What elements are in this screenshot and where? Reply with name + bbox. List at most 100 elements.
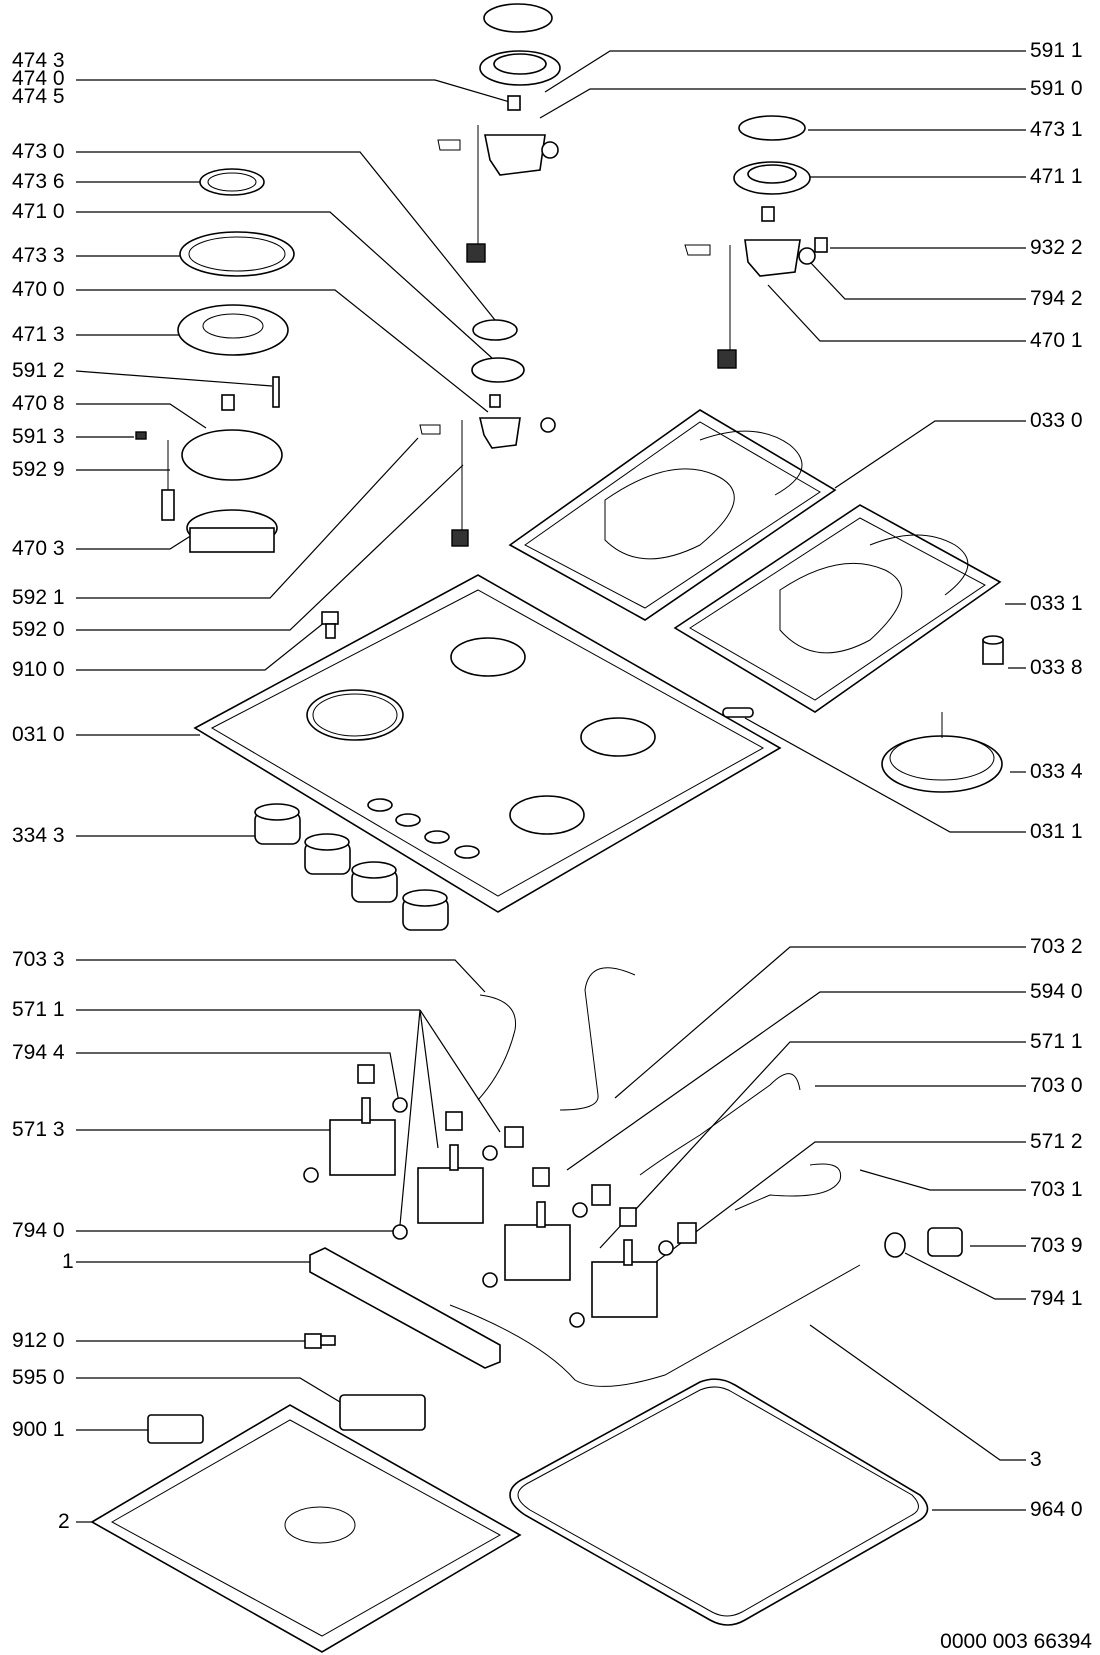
leader-591-1 bbox=[544, 50, 1026, 93]
hob-plate-inner bbox=[210, 589, 765, 897]
label-031-1: 031 1 bbox=[1030, 820, 1083, 843]
label-591-1: 591 1 bbox=[1030, 39, 1083, 62]
valve-2-bracket bbox=[504, 1126, 524, 1148]
leader-lines-left bbox=[75, 79, 511, 1523]
valve-2-top-clip bbox=[445, 1111, 463, 1131]
knob-4 bbox=[402, 889, 449, 931]
pipe-3-main bbox=[449, 1264, 861, 1387]
burner-right bbox=[684, 115, 828, 369]
label-794-4: 794 4 bbox=[12, 1041, 65, 1064]
hob-top-plate bbox=[193, 574, 782, 913]
clip-small-left bbox=[135, 431, 147, 440]
valve-571-1-b bbox=[392, 1167, 611, 1288]
leader-031-1 bbox=[744, 717, 1026, 833]
label-033-1: 033 1 bbox=[1030, 592, 1083, 615]
pan-support-rear-frame bbox=[508, 409, 837, 621]
pan-support-rear bbox=[508, 409, 837, 621]
leader-592-0 bbox=[76, 464, 464, 631]
label-474-3: 474 3 bbox=[12, 49, 65, 72]
label-794-0: 794 0 bbox=[12, 1219, 65, 1242]
label-470-1: 470 1 bbox=[1030, 329, 1083, 352]
label-571-1-left: 571 1 bbox=[12, 998, 65, 1021]
valve-1-top-clip bbox=[357, 1064, 375, 1084]
thermocouple-left-body bbox=[161, 489, 175, 521]
screw-912-head bbox=[304, 1333, 322, 1349]
knob-hole-1 bbox=[367, 798, 393, 812]
label-900-1: 900 1 bbox=[12, 1418, 65, 1441]
knob-2-top bbox=[304, 833, 350, 851]
seal-outline bbox=[509, 1378, 929, 1626]
pan-support-front-ring-2 bbox=[869, 534, 969, 596]
clip-top bbox=[437, 139, 461, 151]
leader-571-1-b bbox=[419, 1009, 439, 1149]
screw-head bbox=[321, 611, 339, 625]
leader-571-2 bbox=[651, 1141, 1026, 1266]
bottom-tray-2 bbox=[90, 1404, 522, 1653]
label-471-3: 471 3 bbox=[12, 323, 65, 346]
leader-470-8 bbox=[76, 403, 207, 429]
pan-support-front-ring bbox=[779, 562, 903, 654]
label-703-1: 703 1 bbox=[1030, 1178, 1083, 1201]
label-703-3: 703 3 bbox=[12, 948, 65, 971]
pipe-703-0 bbox=[639, 1073, 801, 1176]
terminal-900-1 bbox=[147, 1414, 204, 1444]
knob-hole-4 bbox=[454, 845, 480, 859]
leader-794-1 bbox=[904, 1252, 1026, 1300]
label-471-0: 471 0 bbox=[12, 200, 65, 223]
label-334-3: 334 3 bbox=[12, 824, 65, 847]
pan-support-rear-ring-2 bbox=[699, 430, 803, 496]
burner-hole-front bbox=[509, 795, 585, 835]
valve-4-washer bbox=[658, 1240, 674, 1256]
label-592-9: 592 9 bbox=[12, 458, 65, 481]
ring-large-left-inner bbox=[188, 236, 286, 272]
label-470-0: 470 0 bbox=[12, 278, 65, 301]
leader-470-1 bbox=[767, 284, 1026, 342]
ring-large-left bbox=[179, 231, 295, 277]
pipe-703-2 bbox=[559, 967, 636, 1111]
burner-cap-center bbox=[472, 319, 518, 341]
seal-inner bbox=[517, 1386, 919, 1617]
control-knobs bbox=[254, 803, 449, 931]
leader-703-3 bbox=[76, 959, 486, 993]
pan-support-front-inner bbox=[689, 517, 986, 701]
leader-910-0 bbox=[76, 621, 326, 671]
knob-1 bbox=[254, 803, 301, 845]
label-964-0: 964 0 bbox=[1030, 1498, 1083, 1521]
label-2: 2 bbox=[58, 1510, 70, 1533]
burner-hole-large-inner bbox=[312, 693, 398, 737]
knob-3 bbox=[351, 861, 398, 903]
label-1: 1 bbox=[62, 1250, 74, 1273]
label-474-0: 474 0 bbox=[12, 67, 65, 90]
label-471-1: 471 1 bbox=[1030, 165, 1083, 188]
screw-910-0 bbox=[321, 611, 339, 639]
valve-1-washer bbox=[392, 1097, 408, 1113]
valve-571-3 bbox=[303, 1064, 408, 1183]
leader-591-2 bbox=[75, 370, 273, 387]
gasket-right bbox=[798, 247, 816, 265]
label-571-1-right: 571 1 bbox=[1030, 1030, 1083, 1053]
valve-1-stem bbox=[361, 1097, 371, 1124]
label-912-0: 912 0 bbox=[12, 1329, 65, 1352]
leader-571-1-right bbox=[599, 1041, 1026, 1249]
leader-571-1-a bbox=[399, 1009, 421, 1226]
flame-spreader-top-inner bbox=[493, 53, 547, 75]
valve-3-stem bbox=[536, 1201, 546, 1228]
label-591-0: 591 0 bbox=[1030, 77, 1083, 100]
leader-794-4 bbox=[76, 1052, 401, 1109]
label-473-3: 473 3 bbox=[12, 244, 65, 267]
label-703-0: 703 0 bbox=[1030, 1074, 1083, 1097]
valve-4-top-clip bbox=[619, 1207, 637, 1227]
valve-4-body bbox=[591, 1261, 658, 1318]
burner-hole-large bbox=[306, 689, 404, 741]
label-474-5: 474 5 bbox=[12, 85, 65, 108]
fitting-703-9 bbox=[884, 1227, 963, 1258]
knob-2 bbox=[304, 833, 351, 875]
injector-right bbox=[761, 206, 775, 222]
leader-594-0 bbox=[566, 991, 1026, 1171]
seal-964-0 bbox=[509, 1378, 929, 1626]
burner-body-left-base bbox=[189, 527, 275, 553]
left-callout-labels: 474 3 474 0 474 5 473 0 473 6 471 0 473 … bbox=[12, 49, 74, 1533]
knob-hole-2 bbox=[395, 813, 421, 827]
bracket-right bbox=[814, 237, 828, 253]
label-470-3: 470 3 bbox=[12, 537, 65, 560]
